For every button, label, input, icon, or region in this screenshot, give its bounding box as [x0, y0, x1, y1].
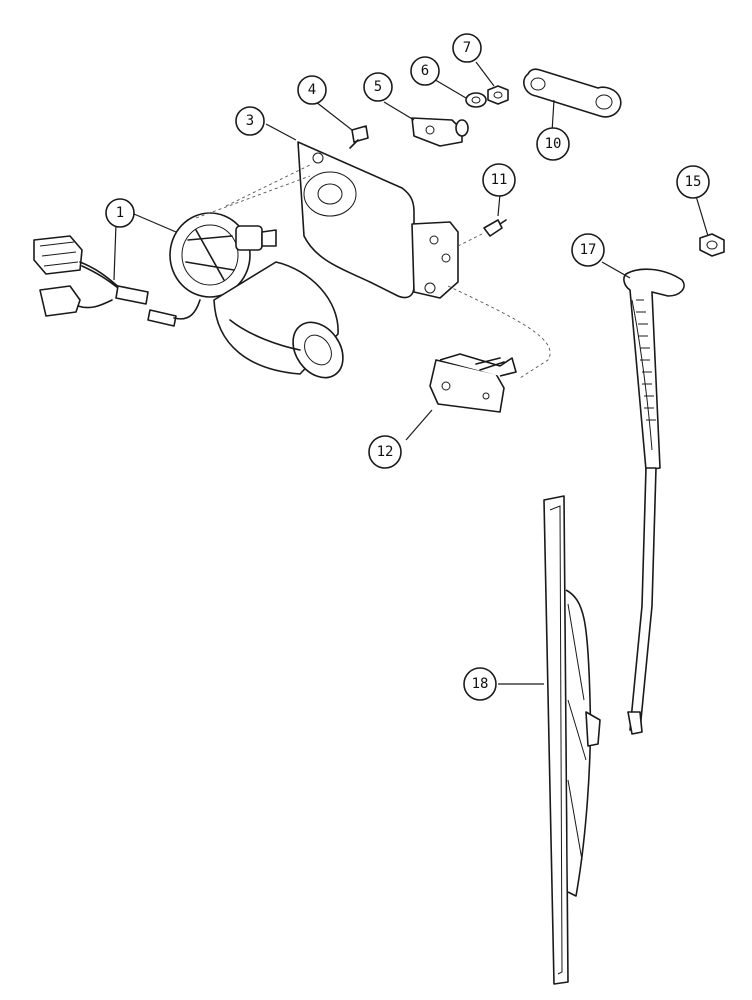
callout-7: 7: [452, 33, 482, 63]
callout-5: 5: [363, 72, 393, 102]
callout-3: 3: [235, 106, 265, 136]
svg-text:5: 5: [374, 79, 382, 95]
svg-text:1: 1: [116, 205, 124, 221]
callout-4: 4: [297, 75, 327, 105]
callout-18: 18: [463, 667, 497, 701]
callout-10: 10: [536, 127, 570, 161]
alignment-lines: [195, 163, 551, 379]
nut-15-part: [699, 233, 725, 257]
crank-bracket-12-part: [429, 353, 517, 413]
bolt-11-part: [483, 219, 507, 237]
screw-4-part: [349, 125, 369, 149]
callout-11: 11: [482, 163, 516, 197]
wiper-arm-17-part: [623, 268, 685, 735]
svg-text:17: 17: [580, 242, 597, 258]
svg-text:15: 15: [685, 174, 702, 190]
leader-lines: [113, 61, 709, 685]
callout-15: 15: [676, 165, 710, 199]
washer-6-part: [465, 92, 487, 108]
svg-text:11: 11: [491, 172, 508, 188]
mounting-bracket-part: [297, 141, 459, 299]
svg-text:18: 18: [472, 676, 489, 692]
callout-6: 6: [410, 56, 440, 86]
link-arm-10-part: [523, 68, 622, 118]
svg-text:6: 6: [421, 63, 429, 79]
wiper-motor-part: [169, 212, 344, 379]
wiper-blade-18-part: [543, 495, 601, 985]
svg-text:10: 10: [545, 136, 562, 152]
svg-text:7: 7: [463, 40, 471, 56]
svg-text:3: 3: [246, 113, 254, 129]
svg-text:12: 12: [377, 444, 394, 460]
svg-text:4: 4: [308, 82, 316, 98]
nut-7-part: [487, 85, 509, 105]
callout-12: 12: [368, 435, 402, 469]
callout-1: 1: [105, 198, 135, 228]
wiring-harness-part: [33, 235, 201, 327]
callout-17: 17: [571, 233, 605, 267]
small-bracket-5-part: [411, 117, 469, 147]
